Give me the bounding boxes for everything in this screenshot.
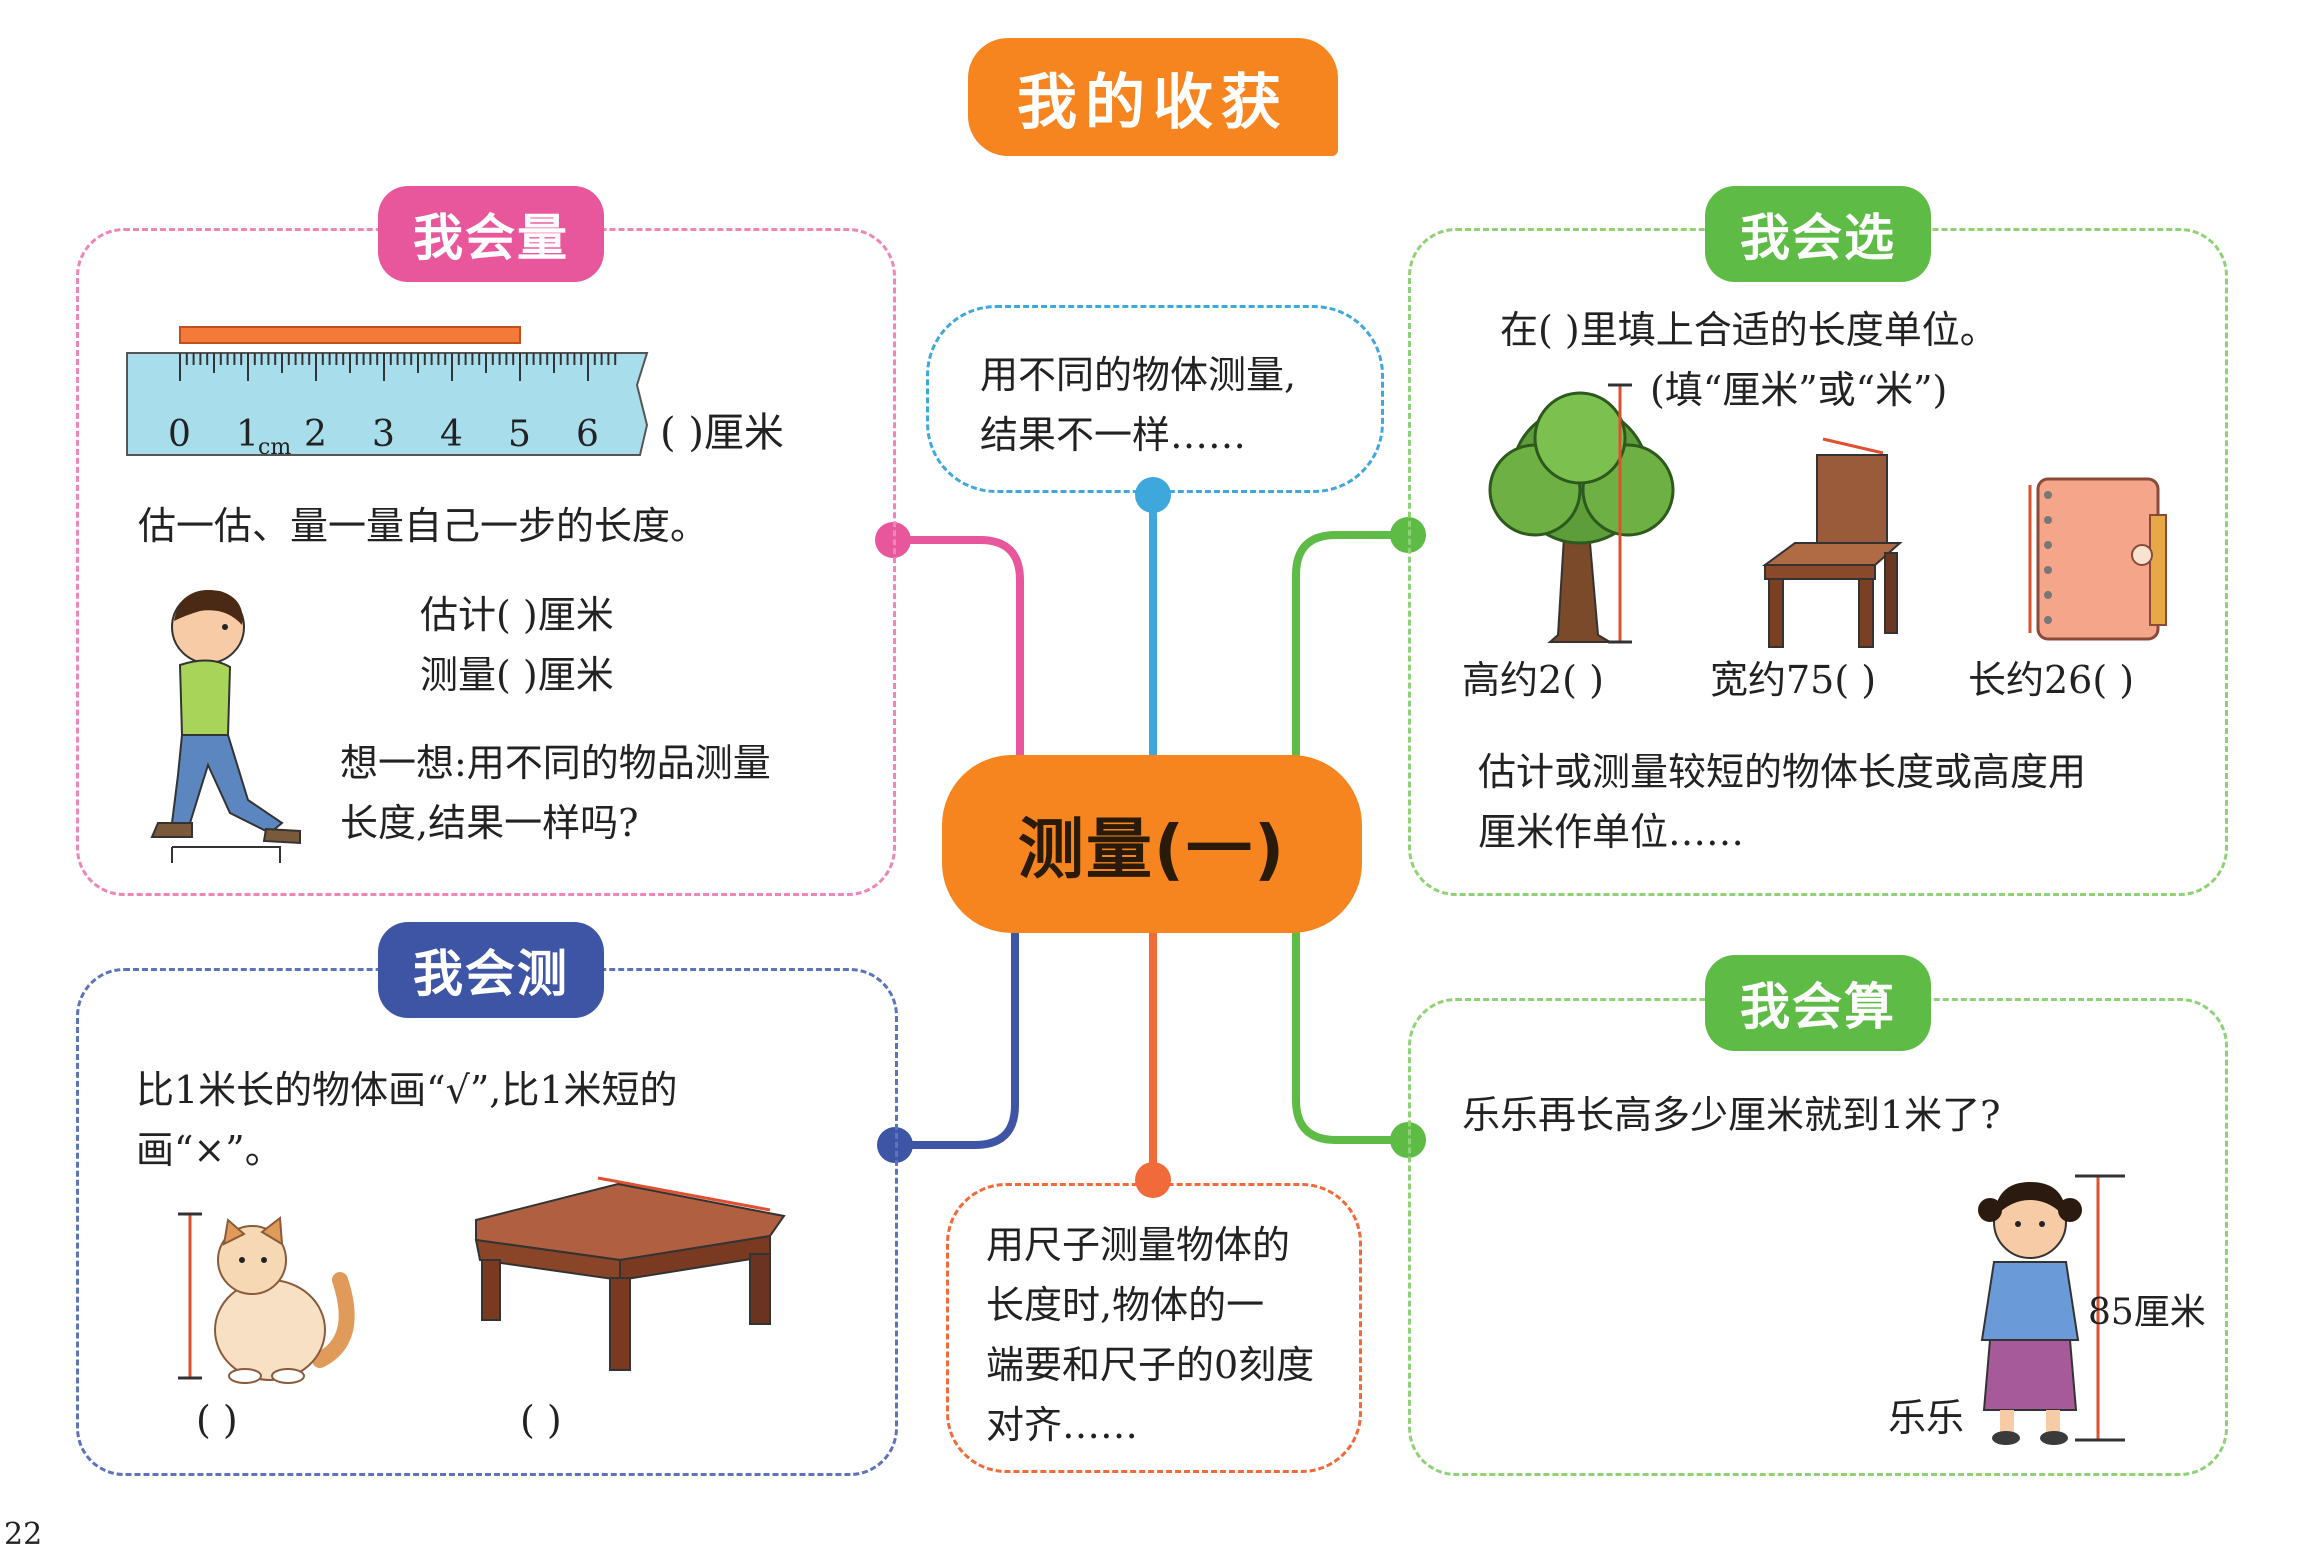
center-title: 测量(一) bbox=[942, 755, 1362, 933]
bubble-bottom-line-4: 对齐…… bbox=[986, 1403, 1139, 1447]
bubble-bottom-line-1: 用尺子测量物体的 bbox=[986, 1223, 1291, 1267]
bubble-top bbox=[926, 305, 1384, 493]
ruler-tick-label: 5 bbox=[508, 414, 531, 455]
choose-tag: 我会选 bbox=[1705, 186, 1931, 282]
estimate-prompt: 估一估、量一量自己一步的长度。 bbox=[138, 504, 709, 548]
ruler-tick-label: 1 bbox=[236, 414, 259, 455]
ruler-tick-label: 3 bbox=[372, 414, 395, 455]
measured-strip bbox=[179, 326, 521, 344]
tree-illustration bbox=[1488, 383, 1675, 644]
measured-line: 测量( )厘米 bbox=[420, 653, 614, 697]
bubble-bottom bbox=[946, 1183, 1362, 1473]
calc-name-label: 乐乐 bbox=[1888, 1396, 1965, 1440]
girl-lele-illustration bbox=[1978, 1174, 2125, 1445]
ruler-tick-label: 0 bbox=[168, 414, 191, 455]
test-prompt-line-1: 比1米长的物体画“√”,比1米短的 bbox=[136, 1068, 678, 1112]
calc-prompt: 乐乐再长高多少厘米就到1米了? bbox=[1462, 1093, 2001, 1137]
choose-note-line-1: 估计或测量较短的物体长度或高度用 bbox=[1478, 750, 2087, 794]
bubble-bottom-line-3: 端要和尺子的0刻度 bbox=[986, 1343, 1315, 1387]
ruler-tick-label: 4 bbox=[440, 414, 463, 455]
choose-hint: (填“厘米”或“米”) bbox=[1650, 368, 1948, 412]
ruler-tick-label: 6 bbox=[576, 414, 599, 455]
walking-boy-illustration bbox=[150, 590, 301, 863]
bubble-top-line-2: 结果不一样…… bbox=[980, 413, 1247, 457]
ruler-tick-label: 2 bbox=[304, 414, 327, 455]
bubble-top-line-1: 用不同的物体测量, bbox=[980, 353, 1297, 397]
page-number: 22 bbox=[4, 1517, 43, 1552]
test-answer-table: ( ) bbox=[520, 1398, 562, 1442]
estimate-line: 估计( )厘米 bbox=[420, 593, 614, 637]
measure-tag: 我会量 bbox=[378, 186, 604, 282]
test-prompt-line-2: 画“×”。 bbox=[136, 1128, 283, 1172]
choose-item-tree: 高约2( ) bbox=[1462, 658, 1604, 702]
test-answer-cat: ( ) bbox=[196, 1398, 238, 1442]
chair-illustration bbox=[1761, 437, 1903, 648]
ruler-unit-label: cm bbox=[258, 435, 292, 460]
header-title: 我的收获 bbox=[968, 38, 1338, 156]
calc-tag: 我会算 bbox=[1705, 955, 1931, 1051]
notebook-illustration bbox=[2028, 477, 2167, 641]
think-line-2: 长度,结果一样吗? bbox=[340, 801, 639, 845]
ruler-answer: ( )厘米 bbox=[660, 410, 784, 456]
choose-prompt: 在( )里填上合适的长度单位。 bbox=[1500, 308, 1998, 352]
table-illustration bbox=[474, 1176, 786, 1371]
think-line-1: 想一想:用不同的物品测量 bbox=[340, 741, 771, 785]
choose-note-line-2: 厘米作单位…… bbox=[1478, 810, 1745, 854]
choose-item-chair: 宽约75( ) bbox=[1710, 658, 1877, 702]
choose-item-notebook: 长约26( ) bbox=[1968, 658, 2135, 702]
ruler bbox=[126, 326, 649, 456]
calc-height-label: 85厘米 bbox=[2088, 1292, 2206, 1333]
test-tag: 我会测 bbox=[378, 922, 604, 1018]
bubble-bottom-line-2: 长度时,物体的一 bbox=[986, 1283, 1265, 1327]
cat-illustration bbox=[178, 1212, 355, 1384]
